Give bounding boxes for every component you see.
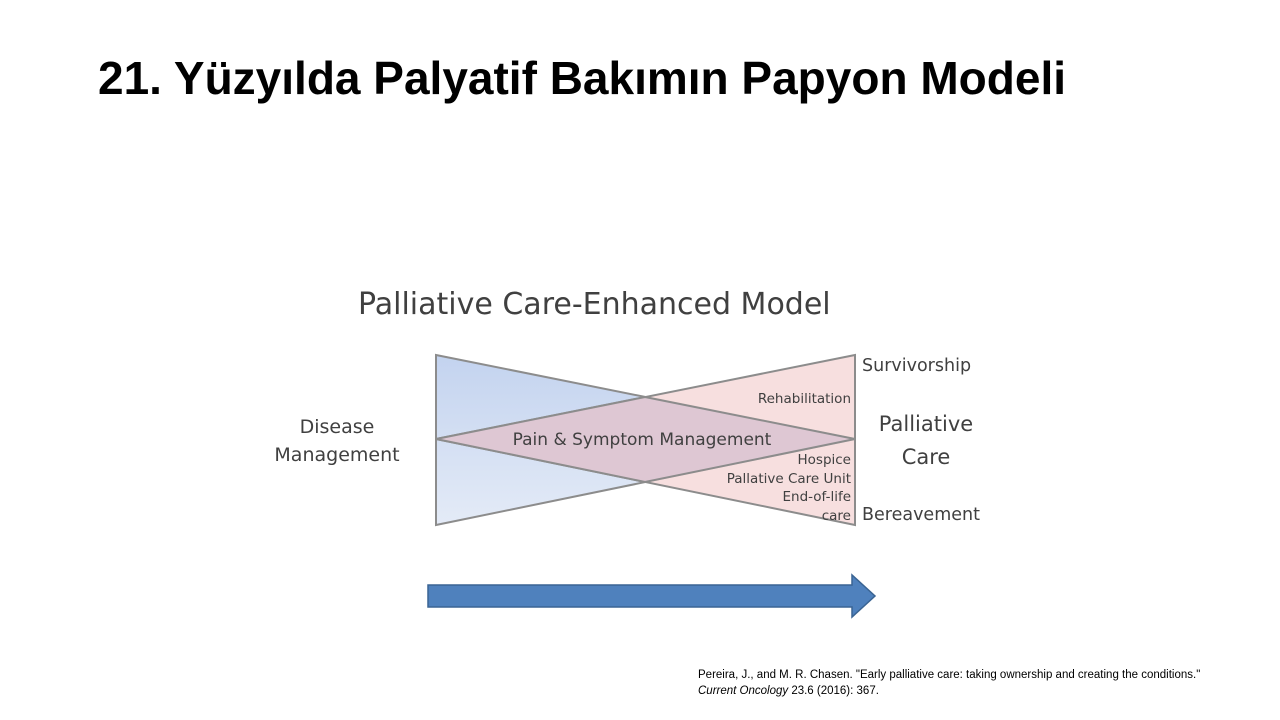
pain-symptom-label: Pain & Symptom Management	[513, 430, 772, 450]
rehabilitation-label: Rehabilitation	[758, 391, 851, 407]
survivorship-label: Survivorship	[862, 356, 971, 376]
palliative-care-label-line2: Care	[902, 445, 951, 469]
diagram-title: Palliative Care-Enhanced Model	[358, 287, 831, 322]
citation-details: 23.6 (2016): 367.	[788, 685, 879, 697]
disease-management-label-line2: Management	[274, 444, 399, 466]
bereavement-label: Bereavement	[862, 505, 980, 525]
disease-management-label-line1: Disease	[300, 416, 375, 438]
palliative-care-label-line1: Palliative	[879, 412, 973, 436]
citation-journal: Current Oncology	[698, 685, 789, 697]
hospice-label: Hospice	[798, 452, 852, 468]
slide-title: 21. Yüzyılda Palyatif Bakımın Papyon Mod…	[98, 52, 1066, 104]
pain-symptom-band	[435, 395, 856, 484]
citation-authors: Pereira, J., and M. R. Chasen. "Early pa…	[698, 669, 1201, 681]
care-label: care	[822, 508, 851, 524]
progression-arrow	[427, 573, 877, 619]
citation: Pereira, J., and M. R. Chasen. "Early pa…	[698, 667, 1218, 699]
end-of-life-label: End-of-life	[783, 489, 851, 505]
pallative-care-unit-label: Pallative Care Unit	[727, 471, 851, 487]
